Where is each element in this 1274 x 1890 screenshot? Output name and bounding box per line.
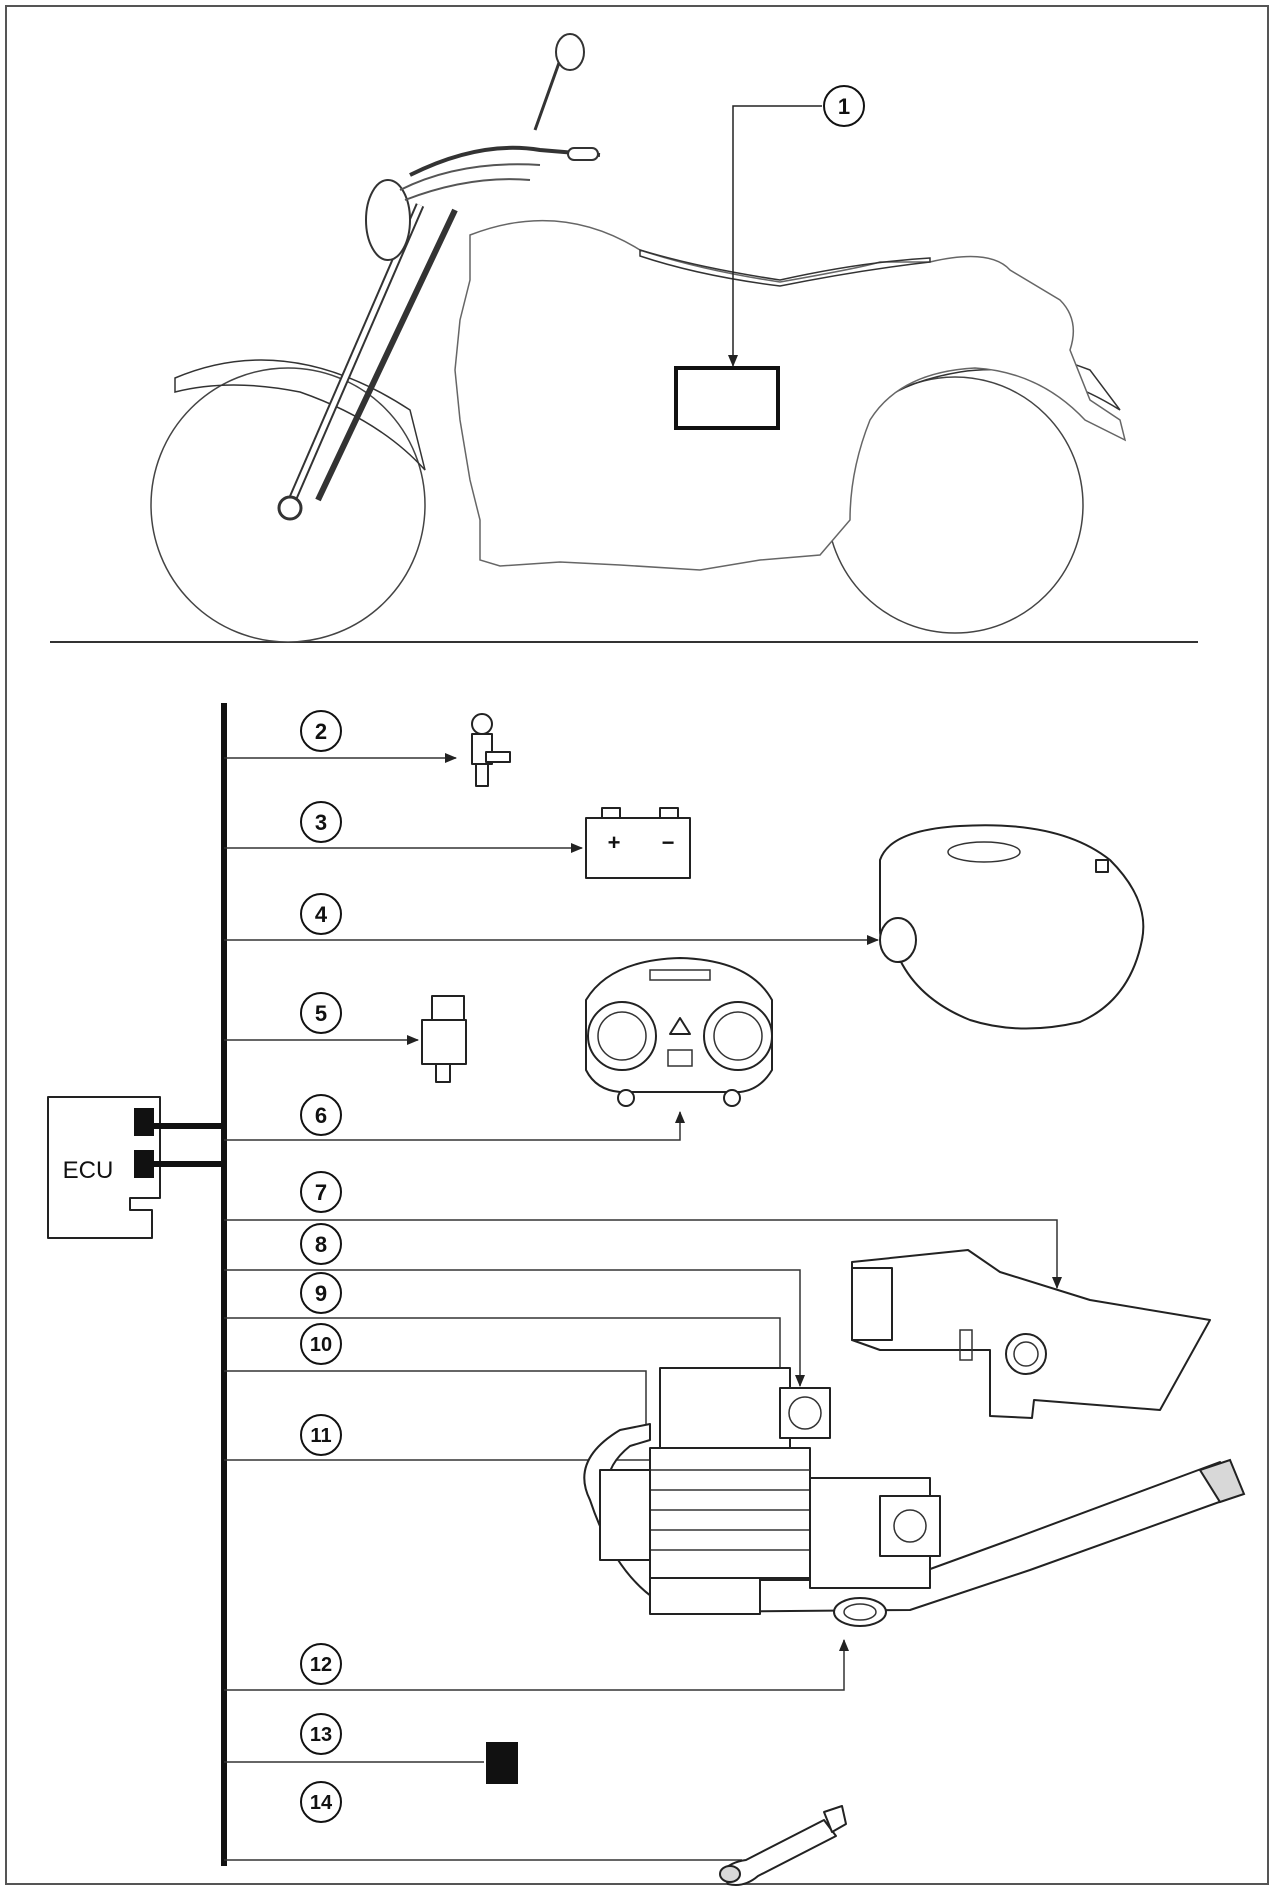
branch-9 bbox=[224, 1317, 785, 1387]
battery-component-3: + − bbox=[585, 807, 691, 879]
side-stand-component-14 bbox=[719, 1805, 847, 1886]
ecu-module: ECU bbox=[47, 1096, 224, 1239]
callout-9: 9 bbox=[300, 1272, 342, 1314]
branch-7 bbox=[224, 1219, 1062, 1289]
callout-12: 12 bbox=[300, 1643, 342, 1685]
branch-10 bbox=[224, 1370, 647, 1430]
svg-text:14: 14 bbox=[310, 1792, 333, 1814]
ecu-connector-b bbox=[134, 1150, 154, 1178]
svg-text:10: 10 bbox=[310, 1334, 332, 1356]
relay-component-5 bbox=[421, 995, 467, 1083]
sensor-component-2 bbox=[471, 713, 511, 787]
battery-plus: + bbox=[608, 830, 621, 855]
svg-text:4: 4 bbox=[315, 902, 328, 927]
engine-component-8-11 bbox=[583, 1367, 1246, 1627]
callout-8: 8 bbox=[300, 1223, 342, 1265]
page-frame bbox=[5, 5, 1269, 1885]
branch-12 bbox=[224, 1639, 849, 1691]
svg-text:11: 11 bbox=[310, 1425, 331, 1447]
svg-text:13: 13 bbox=[310, 1724, 332, 1746]
callout-4: 4 bbox=[300, 893, 342, 935]
ecu-location-box bbox=[674, 366, 780, 430]
svg-text:8: 8 bbox=[315, 1232, 327, 1257]
seat bbox=[639, 248, 931, 287]
branch-6 bbox=[224, 1111, 685, 1141]
callout-13: 13 bbox=[300, 1713, 342, 1755]
grip bbox=[567, 147, 599, 161]
branch-8 bbox=[224, 1269, 805, 1387]
ecu-label: ECU bbox=[63, 1157, 114, 1184]
callout-11: 11 bbox=[300, 1414, 342, 1456]
mirror-stem bbox=[533, 59, 562, 131]
motorcycle-illustration: 1 bbox=[50, 33, 1198, 643]
airbox-component-7 bbox=[851, 1249, 1211, 1419]
callout-14: 14 bbox=[300, 1781, 342, 1823]
headlight bbox=[365, 179, 411, 261]
ecu-connector-a bbox=[134, 1108, 154, 1136]
callout-1: 1 bbox=[823, 85, 865, 127]
svg-text:7: 7 bbox=[315, 1180, 327, 1205]
callout-7: 7 bbox=[300, 1171, 342, 1213]
svg-text:6: 6 bbox=[315, 1103, 327, 1128]
svg-text:12: 12 bbox=[310, 1654, 332, 1676]
svg-text:9: 9 bbox=[315, 1281, 327, 1306]
callout-10: 10 bbox=[300, 1323, 342, 1365]
callout-2: 2 bbox=[300, 710, 342, 752]
svg-text:5: 5 bbox=[315, 1001, 327, 1026]
svg-text:1: 1 bbox=[838, 94, 850, 119]
svg-text:3: 3 bbox=[315, 810, 327, 835]
callout-3: 3 bbox=[300, 801, 342, 843]
fuel-tank-component-4 bbox=[879, 824, 1145, 1030]
battery-minus: − bbox=[662, 830, 675, 855]
svg-text:2: 2 bbox=[315, 719, 327, 744]
mirror bbox=[555, 33, 585, 71]
instrument-cluster-component-6 bbox=[585, 957, 773, 1107]
front-axle bbox=[277, 495, 303, 521]
handlebar bbox=[409, 145, 601, 177]
callout-5: 5 bbox=[300, 992, 342, 1034]
front-fender bbox=[174, 359, 426, 471]
callout-6: 6 bbox=[300, 1094, 342, 1136]
bike-body bbox=[454, 219, 1127, 571]
leader-1 bbox=[728, 105, 822, 367]
module-component-13 bbox=[486, 1742, 518, 1784]
